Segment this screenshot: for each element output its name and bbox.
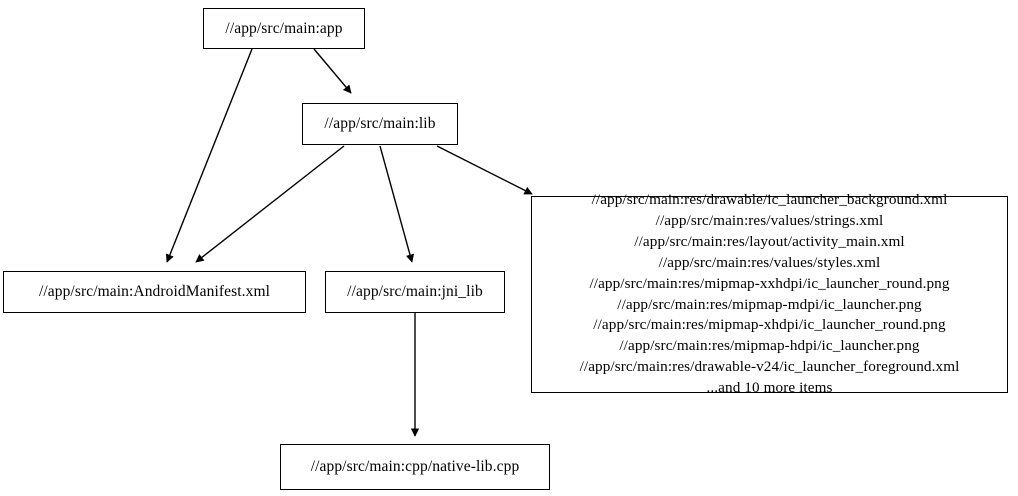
node-app-label: //app/src/main:app bbox=[225, 19, 343, 37]
node-resources-line-7: //app/src/main:res/mipmap-xhdpi/ic_launc… bbox=[593, 316, 946, 334]
node-lib-label: //app/src/main:lib bbox=[324, 115, 436, 133]
node-resources-line-5: //app/src/main:res/mipmap-xxhdpi/ic_laun… bbox=[589, 274, 950, 292]
node-jni-lib-label: //app/src/main:jni_lib bbox=[347, 283, 483, 301]
edge-lib-to-resources bbox=[436, 145, 533, 195]
node-resources-line-9: //app/src/main:res/drawable-v24/ic_launc… bbox=[579, 358, 960, 376]
edge-lib-to-jni-lib bbox=[379, 145, 415, 263]
node-resources-more-items: ...and 10 more items bbox=[706, 379, 833, 397]
node-resources-line-1: //app/src/main:res/drawable/ic_launcher_… bbox=[591, 190, 948, 208]
node-resources-line-8: //app/src/main:res/mipmap-hdpi/ic_launch… bbox=[619, 337, 920, 355]
node-resources-line-4: //app/src/main:res/values/styles.xml bbox=[658, 253, 881, 271]
edge-lib-to-manifest bbox=[195, 145, 345, 263]
node-resources-line-3: //app/src/main:res/layout/activity_main.… bbox=[634, 232, 905, 250]
node-resources-group[interactable]: //app/src/main:res/drawable/ic_launcher_… bbox=[531, 191, 1008, 396]
node-native-lib[interactable]: //app/src/main:cpp/native-lib.cpp bbox=[280, 444, 550, 490]
node-native-lib-label: //app/src/main:cpp/native-lib.cpp bbox=[310, 458, 520, 476]
node-lib[interactable]: //app/src/main:lib bbox=[302, 103, 458, 145]
node-resources-label-stack: //app/src/main:res/drawable/ic_launcher_… bbox=[580, 190, 960, 400]
node-android-manifest-label: //app/src/main:AndroidManifest.xml bbox=[38, 283, 271, 301]
node-resources-line-6: //app/src/main:res/mipmap-mdpi/ic_launch… bbox=[617, 295, 922, 313]
edge-app-to-manifest bbox=[165, 48, 253, 263]
edge-app-to-lib bbox=[313, 48, 352, 94]
node-jni-lib[interactable]: //app/src/main:jni_lib bbox=[325, 271, 505, 313]
node-resources-line-2: //app/src/main:res/values/strings.xml bbox=[655, 211, 884, 229]
node-app[interactable]: //app/src/main:app bbox=[203, 8, 365, 49]
node-android-manifest[interactable]: //app/src/main:AndroidManifest.xml bbox=[3, 271, 306, 313]
